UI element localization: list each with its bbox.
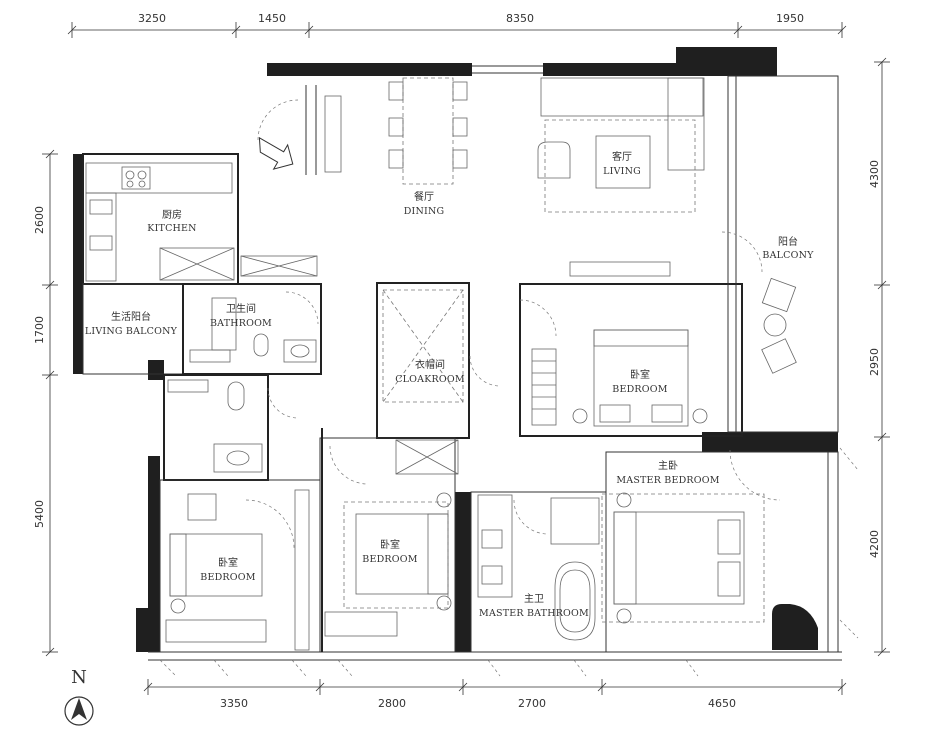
- right-dim-3: 4200: [868, 530, 881, 558]
- cloakroom-label-cn: 衣帽间: [415, 358, 445, 371]
- north-label: N: [71, 667, 87, 688]
- top-dim-1: 3250: [138, 12, 166, 25]
- dining-label-en: DINING: [404, 206, 445, 217]
- master-bedroom-label-en: MASTER BEDROOM: [616, 475, 719, 486]
- left-dim-2: 1700: [33, 316, 46, 344]
- balcony-label-cn: 阳台: [778, 235, 798, 248]
- left-dimension-line: [42, 149, 58, 657]
- living-balcony-label-en: LIVING BALCONY: [85, 326, 178, 337]
- bedroom-mid-label-cn: 卧室: [380, 538, 400, 551]
- master-bedroom-label-cn: 主卧: [658, 459, 678, 472]
- bedroom-east-label-cn: 卧室: [630, 368, 650, 381]
- bedroom-east-label-en: BEDROOM: [612, 384, 667, 395]
- top-dimension-line: [67, 22, 847, 38]
- entrance-arrow: [258, 136, 294, 170]
- thin-walls: [82, 65, 842, 661]
- master-bathroom-label-cn: 主卫: [524, 593, 544, 605]
- bedroom-sw-label-en: BEDROOM: [200, 572, 255, 583]
- top-dim-2: 1450: [258, 12, 286, 25]
- right-dim-2: 2950: [868, 348, 881, 376]
- bottom-dim-1: 3350: [220, 697, 248, 710]
- bedroom-mid-label-en: BEDROOM: [362, 554, 417, 565]
- left-dim-3: 5400: [33, 500, 46, 528]
- bottom-dim-2: 2800: [378, 697, 406, 710]
- bottom-dim-4: 4650: [708, 697, 736, 710]
- top-dim-4: 1950: [776, 12, 804, 25]
- bottom-dimension-line: [143, 679, 847, 695]
- furniture: [85, 77, 797, 651]
- right-dim-1: 4300: [868, 160, 881, 188]
- top-dim-3: 8350: [506, 12, 534, 25]
- bathroom-label-en: BATHROOM: [210, 318, 272, 329]
- north-arrow-icon: [64, 696, 94, 726]
- right-dimension-line: [874, 57, 890, 657]
- bottom-dim-3: 2700: [518, 697, 546, 710]
- kitchen-label-en: KITCHEN: [147, 223, 196, 234]
- living-label-cn: 客厅: [612, 150, 632, 163]
- dining-label-cn: 餐厅: [414, 190, 434, 203]
- solid-walls: [73, 47, 838, 652]
- door-swings: [159, 99, 859, 677]
- master-bathroom-label-en: MASTER BATHROOM: [479, 608, 589, 619]
- kitchen-label-cn: 厨房: [162, 208, 182, 221]
- balcony-label-en: BALCONY: [762, 250, 814, 261]
- cloakroom-label-en: CLOAKROOM: [395, 374, 465, 385]
- left-dim-1: 2600: [33, 206, 46, 234]
- living-balcony-label-cn: 生活阳台: [111, 310, 151, 323]
- bathroom-label-cn: 卫生间: [226, 302, 256, 315]
- bedroom-sw-label-cn: 卧室: [218, 556, 238, 569]
- living-label-en: LIVING: [603, 166, 641, 177]
